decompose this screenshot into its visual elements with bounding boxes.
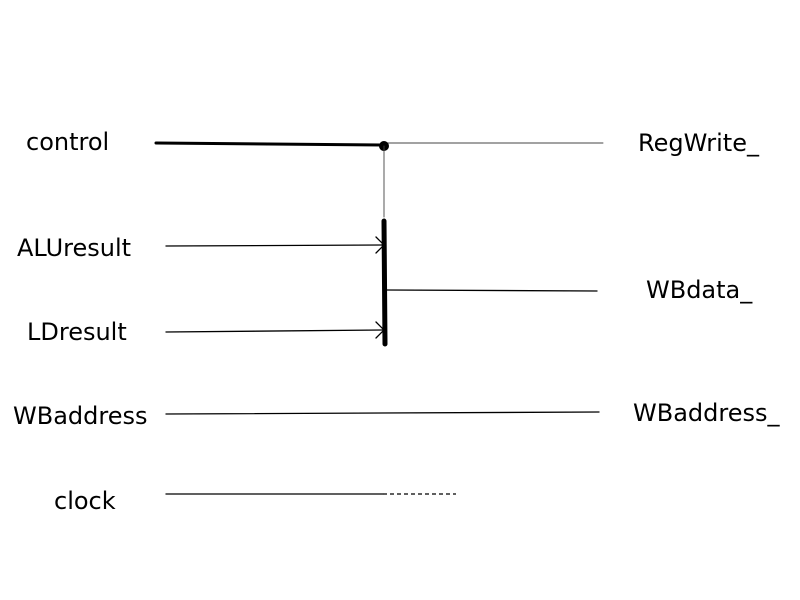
wbdata-output-label: WBdata_ xyxy=(646,276,753,304)
control-input-label: control xyxy=(26,128,109,156)
clock-input-label: clock xyxy=(54,487,116,515)
ldresult-wire xyxy=(165,329,384,333)
wbaddress-input-label: WBaddress xyxy=(13,402,147,430)
regwrite-output-label: RegWrite_ xyxy=(638,129,760,157)
wbaddress-output-label: WBaddress_ xyxy=(633,399,780,427)
control-wire xyxy=(154,141,386,147)
ldresult-input-label: LDresult xyxy=(27,318,127,346)
wbdata-wire xyxy=(386,289,598,292)
ldresult-arrowhead xyxy=(375,321,385,339)
aluresult-input-label: ALUresult xyxy=(17,234,131,262)
aluresult-arrowhead xyxy=(375,236,385,254)
aluresult-wire xyxy=(165,244,384,247)
writeback-mux xyxy=(381,218,388,347)
wbaddress-wire xyxy=(165,411,600,415)
